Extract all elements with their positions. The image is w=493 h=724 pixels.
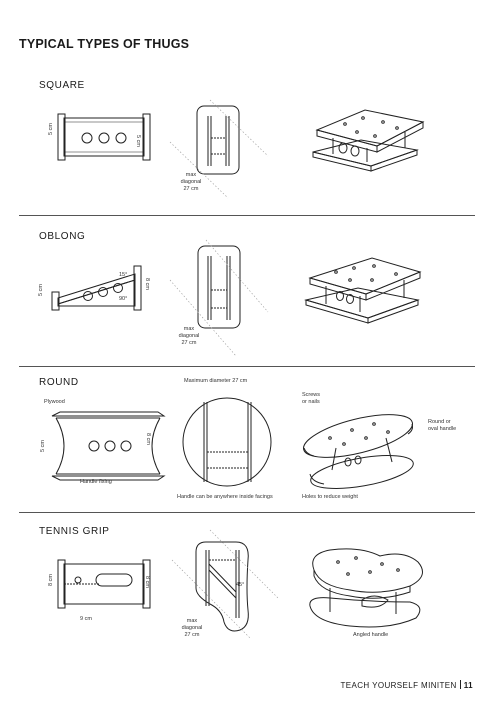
section-title-oblong: OBLONG xyxy=(39,231,86,242)
round-3d-diagram xyxy=(300,400,430,495)
round-front-diagram xyxy=(38,400,173,490)
square-dim-right: 5 cm xyxy=(135,135,141,147)
oblong-dim-left: 5 cm xyxy=(38,284,44,296)
tennis-dim-left: 8 cm xyxy=(48,574,54,586)
round-handle-anywhere-label: Handle can be anywhere inside facings xyxy=(177,494,273,500)
oblong-angle-90: 90° xyxy=(119,296,128,302)
oblong-angle-15: 15° xyxy=(119,272,128,278)
round-holes-label: Holes to reduce weight xyxy=(302,494,358,500)
square-side-diagram xyxy=(170,100,270,200)
tennis-dim-right: 8 cm xyxy=(144,576,150,588)
round-handle-fixing-label: Handle fixing xyxy=(80,479,112,485)
oblong-front-diagram xyxy=(40,258,170,318)
oblong-side-diagram xyxy=(170,240,270,360)
oblong-3d-diagram xyxy=(300,250,435,330)
round-dim-right: 8 cm xyxy=(145,433,151,445)
divider-2 xyxy=(19,366,475,367)
page-footer: TEACH YOURSELF MINITEN 11 xyxy=(341,680,474,690)
round-dim-left: 5 cm xyxy=(40,440,46,452)
section-title-tennis: TENNIS GRIP xyxy=(39,526,110,537)
tennis-3d-diagram xyxy=(300,540,435,630)
square-3d-diagram xyxy=(305,100,435,175)
footer-separator xyxy=(459,680,461,689)
tennis-dim-bottom: 9 cm xyxy=(80,616,92,622)
round-plywood-label: Plywood xyxy=(44,399,65,405)
divider-1 xyxy=(19,215,475,216)
tennis-side-diagram xyxy=(170,530,280,640)
divider-3 xyxy=(19,512,475,513)
section-title-square: SQUARE xyxy=(39,80,85,91)
section-title-round: ROUND xyxy=(39,377,79,388)
tennis-front-diagram xyxy=(44,556,164,616)
round-side-diagram xyxy=(178,392,278,492)
tennis-angled-handle-label: Angled handle xyxy=(353,632,389,638)
footer-page-number: 11 xyxy=(463,681,473,690)
square-front-diagram xyxy=(44,108,164,168)
round-max-diameter-label: Maximum diameter 27 cm xyxy=(184,378,248,384)
page-title: TYPICAL TYPES OF THUGS xyxy=(19,37,190,51)
tennis-angle-45: 45° xyxy=(236,582,245,588)
footer-book-title: TEACH YOURSELF MINITEN xyxy=(340,681,457,690)
square-dim-left: 5 cm xyxy=(48,123,54,135)
oblong-dim-right: 8 cm xyxy=(144,278,150,290)
